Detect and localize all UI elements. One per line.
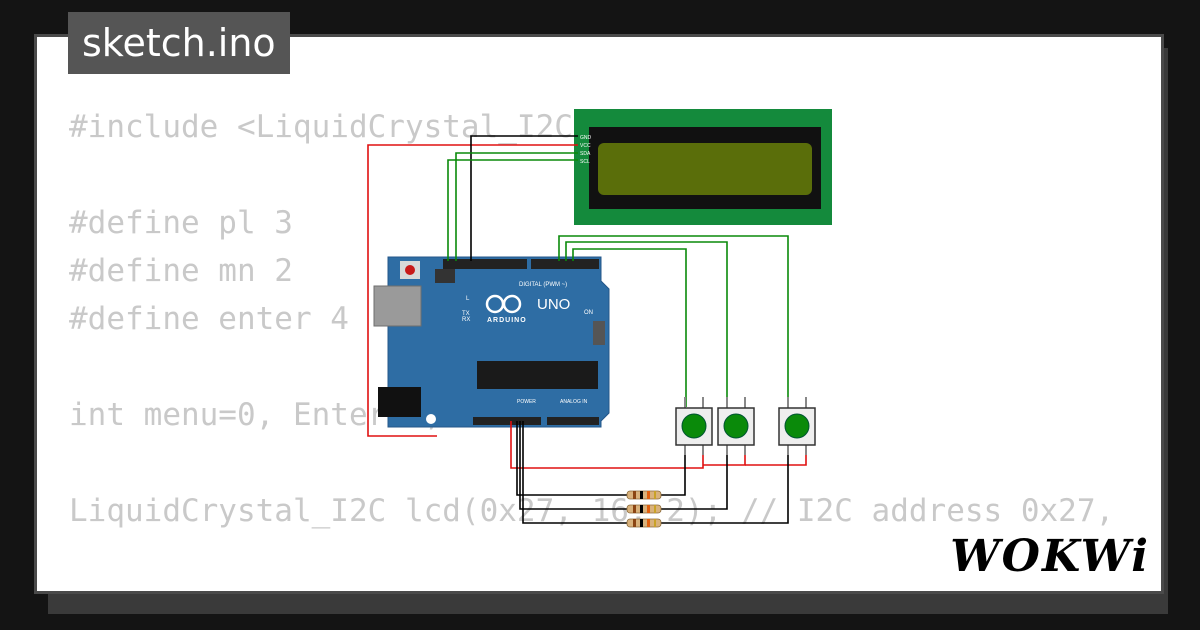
arduino-logo-right <box>502 294 522 314</box>
project-preview-card[interactable]: #include <LiquidCrystal_I2C.h> #define pl… <box>34 34 1164 594</box>
rx-label: RX <box>462 317 470 323</box>
on-led-label: ON <box>584 310 593 316</box>
resistor-1[interactable] <box>626 490 662 500</box>
code-line: #define mn 2 <box>69 253 293 289</box>
resistor-2[interactable] <box>626 504 662 514</box>
code-line: void setup(){ <box>69 583 1114 591</box>
digital-header-left <box>443 259 527 269</box>
icsp-header-top <box>435 269 455 283</box>
wire-vcc-red <box>367 144 578 437</box>
tx-label: TX <box>462 311 470 317</box>
board-model-label: UNO <box>537 296 570 313</box>
analog-label: ANALOG IN <box>560 399 588 405</box>
power-jack <box>378 387 421 417</box>
file-name-tab[interactable]: sketch.ino <box>68 12 290 74</box>
digital-label: DIGITAL (PWM ~) <box>519 282 567 288</box>
board-brand-label: ARDUINO <box>487 317 527 324</box>
arduino-uno-board[interactable]: DIGITAL (PWM ~) UNO ARDUINO TX RX L ON P… <box>373 256 610 428</box>
wire-pin4-green <box>558 235 789 407</box>
wire-5v-red-b <box>703 455 746 466</box>
code-line: #define pl 3 <box>69 205 293 241</box>
code-line: #define enter 4 <box>69 301 349 337</box>
wire-gnd-black-a <box>516 421 686 496</box>
usb-port <box>373 285 422 327</box>
atmega-chip <box>477 361 598 389</box>
lcd-pin-scl: SCL <box>580 159 590 165</box>
wire-5v-red-c <box>745 455 807 466</box>
reset-button-cap <box>405 265 415 275</box>
pushbutton-1[interactable] <box>675 397 713 455</box>
lcd-pin-sda: SDA <box>580 151 591 157</box>
pushbutton-2[interactable] <box>717 397 755 455</box>
power-label: POWER <box>517 399 536 405</box>
lcd-pin-gnd: GND <box>580 135 592 141</box>
circuit-diagram: DIGITAL (PWM ~) UNO ARDUINO TX RX L ON P… <box>367 109 832 528</box>
wire-5v-red-a <box>510 421 704 469</box>
wire-pin2-green <box>572 248 687 407</box>
wire-gnd-black-b <box>519 421 728 510</box>
lcd-pin-vcc: VCC <box>580 143 591 149</box>
wire-gnd-black <box>470 135 578 261</box>
resistor-3[interactable] <box>626 518 662 528</box>
wire-pin3-green <box>565 241 728 407</box>
l-led-label: L <box>466 296 470 302</box>
lcd-16x2-module[interactable]: GND VCC SDA SCL <box>574 109 832 225</box>
analog-header <box>547 417 599 425</box>
digital-header-right <box>531 259 599 269</box>
lcd-wires <box>367 135 578 437</box>
mounting-hole <box>426 414 436 424</box>
power-header <box>473 417 541 425</box>
wire-sda-green <box>455 152 578 261</box>
wokwi-logo: WOKWi <box>950 531 1150 582</box>
button-signal-wires <box>558 235 789 407</box>
code-line: #include <LiquidCrystal_I2C.h> <box>69 109 629 145</box>
lcd-screen <box>598 143 812 195</box>
icsp-header-right <box>593 321 605 345</box>
wire-scl-green <box>447 159 578 261</box>
pushbutton-3[interactable] <box>778 397 816 455</box>
